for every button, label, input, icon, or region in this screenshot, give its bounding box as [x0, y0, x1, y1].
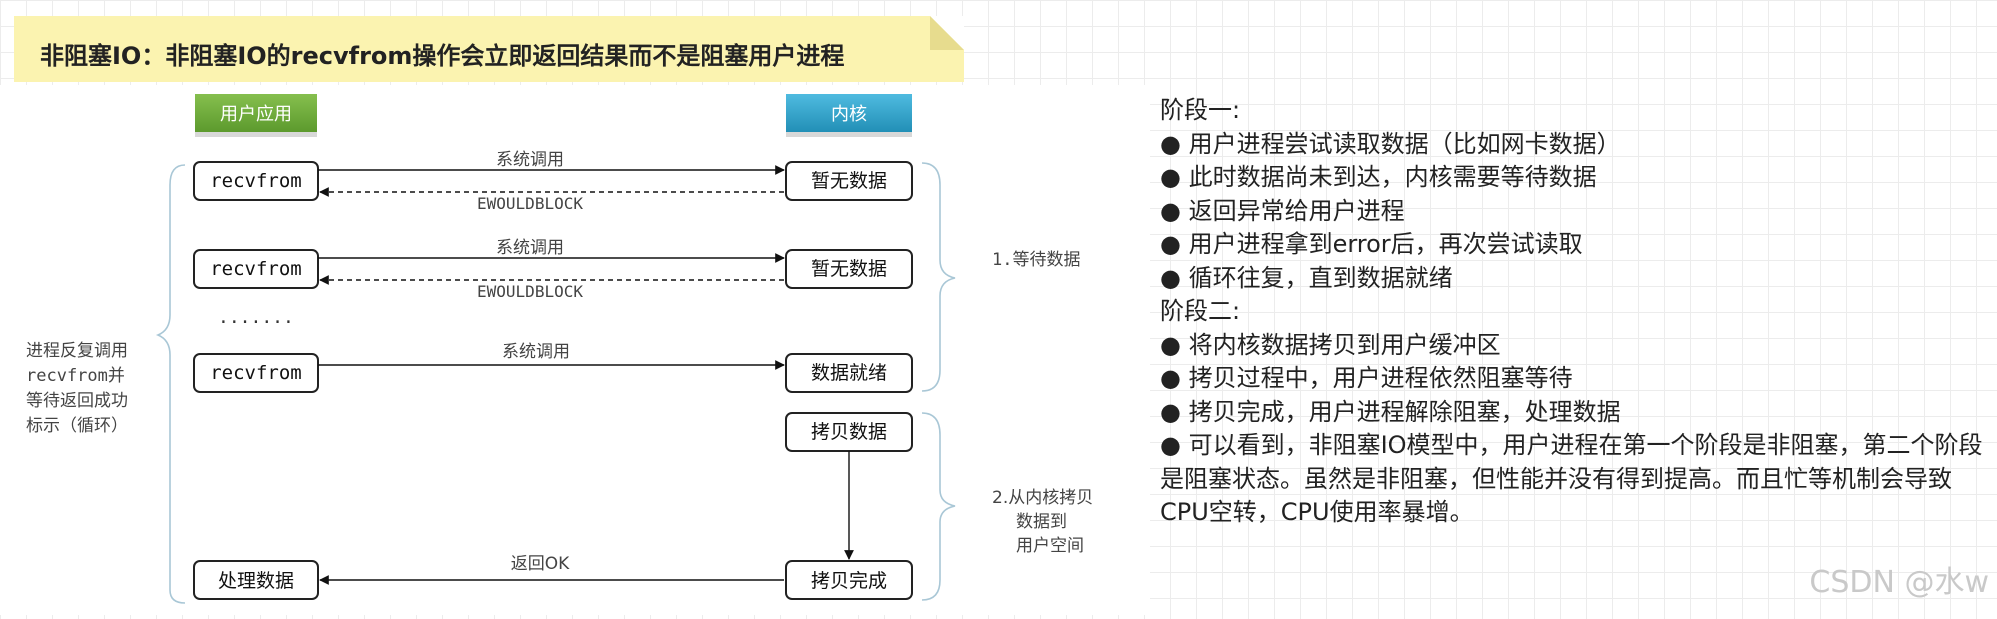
svg-text:数据就绪: 数据就绪 — [811, 362, 887, 384]
left-box-recvfrom-2: recvfrom — [193, 249, 319, 289]
left-box-recvfrom-3: recvfrom — [193, 353, 319, 393]
svg-text:用户空间: 用户空间 — [1016, 536, 1084, 556]
right-box-copy-done: 拷贝完成 — [785, 560, 913, 600]
note-item: ● 用户进程拿到error后，再次尝试读取 — [1160, 230, 1583, 258]
note-item: ● 拷贝完成，用户进程解除阻塞，处理数据 — [1160, 397, 1621, 426]
ewouldblock-label-2: EWOULDBLOCK — [477, 282, 583, 301]
svg-text:标示（循环）: 标示（循环） — [26, 416, 128, 436]
note-item: ● 此时数据尚未到达，内核需要等待数据 — [1160, 163, 1597, 191]
phase2-brace — [921, 412, 956, 601]
phase1-heading: 阶段一: — [1160, 96, 1241, 124]
left-loop-brace — [155, 164, 186, 604]
svg-text:数据到: 数据到 — [1016, 512, 1067, 532]
phase1-brace — [921, 162, 956, 392]
svg-text:暂无数据: 暂无数据 — [811, 258, 887, 280]
note-item: ● 用户进程尝试读取数据（比如网卡数据） — [1160, 129, 1621, 158]
loop-ellipsis: ....... — [218, 307, 294, 328]
note-item: ● 返回异常给用户进程 — [1160, 196, 1405, 225]
svg-text:recvfrom: recvfrom — [210, 362, 302, 384]
syscall-label-1: 系统调用 — [496, 150, 564, 170]
syscall-label-3: 系统调用 — [502, 342, 570, 362]
syscall-label-2: 系统调用 — [496, 238, 564, 258]
note-item: ● 循环往复，直到数据就绪 — [1160, 263, 1453, 292]
csdn-watermark: CSDN @水w — [1809, 565, 1989, 600]
right-box-no-data-1: 暂无数据 — [785, 161, 913, 201]
phase2-heading: 阶段二: — [1160, 297, 1241, 325]
explanation-notes: 阶段一: ● 用户进程尝试读取数据（比如网卡数据） ● 此时数据尚未到达，内核需… — [1160, 94, 1990, 530]
note-summary: ● 可以看到，非阻塞IO模型中，用户进程在第一个阶段是非阻塞，第二个阶段是阻塞状… — [1160, 431, 1983, 526]
kernel-header-label: 内核 — [831, 104, 867, 125]
svg-text:recvfrom: recvfrom — [210, 170, 302, 192]
right-box-no-data-2: 暂无数据 — [785, 249, 913, 289]
kernel-header: 内核 — [786, 94, 912, 137]
left-box-process-data: 处理数据 — [193, 560, 319, 600]
svg-text:等待返回成功: 等待返回成功 — [26, 391, 128, 411]
svg-text:暂无数据: 暂无数据 — [811, 170, 887, 192]
svg-text:2.从内核拷贝: 2.从内核拷贝 — [992, 488, 1093, 508]
title-banner — [14, 16, 964, 82]
svg-text:拷贝完成: 拷贝完成 — [811, 570, 887, 592]
user-app-header-label: 用户应用 — [220, 104, 292, 125]
svg-text:recvfrom并: recvfrom并 — [26, 366, 125, 386]
nonblocking-io-diagram: 用户应用 内核 进程反复调用 recvfrom并 等待返回成功 标示（循环） r… — [0, 85, 1150, 615]
right-box-copy-data: 拷贝数据 — [785, 412, 913, 452]
user-app-header: 用户应用 — [195, 94, 317, 137]
right-box-data-ready: 数据就绪 — [785, 353, 913, 393]
svg-text:进程反复调用: 进程反复调用 — [26, 341, 128, 361]
ewouldblock-label-1: EWOULDBLOCK — [477, 194, 583, 213]
left-loop-note: 进程反复调用 recvfrom并 等待返回成功 标示（循环） — [26, 341, 128, 436]
return-ok-label: 返回OK — [511, 554, 570, 574]
left-box-recvfrom-1: recvfrom — [193, 161, 319, 201]
note-item: ● 将内核数据拷贝到用户缓冲区 — [1160, 330, 1501, 359]
page-title: 非阻塞IO：非阻塞IO的recvfrom操作会立即返回结果而不是阻塞用户进程 — [40, 42, 845, 70]
phase2-label: 2.从内核拷贝 数据到 用户空间 — [992, 488, 1093, 556]
note-item: ● 拷贝过程中，用户进程依然阻塞等待 — [1160, 364, 1573, 392]
svg-text:处理数据: 处理数据 — [218, 570, 294, 592]
svg-text:recvfrom: recvfrom — [210, 258, 302, 280]
svg-text:拷贝数据: 拷贝数据 — [811, 421, 887, 443]
phase1-label: 1.等待数据 — [992, 250, 1080, 270]
